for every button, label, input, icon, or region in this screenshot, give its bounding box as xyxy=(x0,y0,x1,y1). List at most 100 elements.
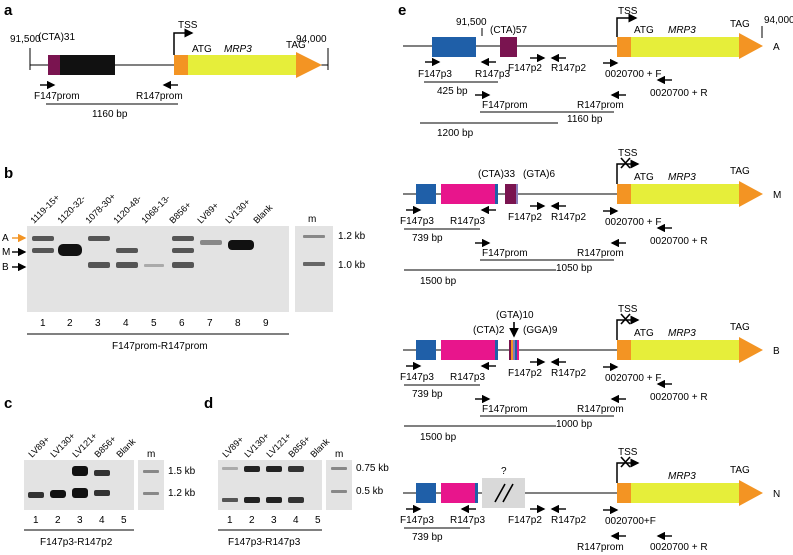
primer-f-label: F147prom xyxy=(34,91,80,102)
repeat2-label: (CTA)2 xyxy=(473,325,505,336)
f147p3-label: F147p3 xyxy=(400,372,434,383)
amplicon-label: 1160 bp xyxy=(92,109,128,120)
panel-label-d: d xyxy=(204,395,213,412)
r147p2-label: R147p2 xyxy=(551,212,586,223)
repeat1-label: (CTA)33 xyxy=(478,169,515,180)
stripe xyxy=(517,340,519,360)
coord-end: 94,000 xyxy=(296,34,327,45)
lane-number: 5 xyxy=(315,515,321,526)
panel-d-gel: LV89+ LV130+ LV121+ B856+ Blank m 0.75 k… xyxy=(218,431,389,548)
tss-label: TSS xyxy=(178,20,198,31)
amp3-label: 1500 bp xyxy=(420,276,457,287)
atg-label: ATG xyxy=(634,25,654,36)
magenta-region-box xyxy=(441,184,495,204)
band xyxy=(72,488,88,498)
p0020700f-label: 0020700+F xyxy=(605,516,656,527)
amp2-label: 1160 bp xyxy=(567,114,603,125)
caption-b: F147prom-R147prom xyxy=(112,341,208,352)
r147p3-label: R147p3 xyxy=(475,69,510,80)
band xyxy=(144,264,164,267)
band xyxy=(172,248,194,253)
allele-label: B xyxy=(773,346,780,357)
size-label-c-2: 1.2 kb xyxy=(168,488,196,499)
r147prom-label: R147prom xyxy=(577,542,624,553)
lane-number: 3 xyxy=(271,515,277,526)
gel-c-marker xyxy=(138,460,164,510)
band xyxy=(88,236,110,241)
tss-arrow xyxy=(173,28,194,55)
band xyxy=(88,262,110,268)
gel-d-bands xyxy=(222,466,347,503)
marker-label-b: m xyxy=(308,214,316,225)
lane-number: 5 xyxy=(151,318,157,329)
tss-arrow xyxy=(616,13,638,37)
utr-box xyxy=(617,184,631,204)
f147prom-label: F147prom xyxy=(482,404,528,415)
gene-arrow xyxy=(739,337,763,363)
marker-band xyxy=(143,470,159,473)
gene-arrow xyxy=(739,181,763,207)
band xyxy=(228,240,254,250)
band xyxy=(32,248,54,253)
stripe xyxy=(509,340,511,360)
band-label-a: A xyxy=(2,233,9,244)
repeat-label: (CTA)31 xyxy=(38,32,75,43)
panel-c-gel: LV89+ LV130+ LV121+ B856+ Blank m 1.5 kb… xyxy=(24,431,196,548)
tag-label: TAG xyxy=(286,40,306,51)
blue-region-box xyxy=(432,37,476,57)
atg-label: ATG xyxy=(634,172,654,183)
stripe xyxy=(515,340,517,360)
blue-region-box xyxy=(416,184,436,204)
f147p3-label: F147p3 xyxy=(400,515,434,526)
gene-label: MRP3 xyxy=(668,328,696,339)
band xyxy=(222,467,238,470)
repeat2-label: (GTA)6 xyxy=(523,169,555,180)
lane-number: 4 xyxy=(123,318,129,329)
gene-label: MRP3 xyxy=(668,172,696,183)
lane-number: 2 xyxy=(55,515,61,526)
f147p3-label: F147p3 xyxy=(400,216,434,227)
band xyxy=(94,490,110,496)
band xyxy=(288,466,304,472)
lane-number: 7 xyxy=(207,318,213,329)
utr-box xyxy=(617,340,631,360)
lane-label-5: 1068-13- xyxy=(139,193,172,226)
size-label-c-1: 1.5 kb xyxy=(168,466,196,477)
gene-label: MRP3 xyxy=(668,25,696,36)
mrp3-cds-box xyxy=(631,483,739,503)
caption-c: F147p3-R147p2 xyxy=(40,537,113,548)
size-label-b-2: 1.0 kb xyxy=(338,260,366,271)
f147prom-label: F147prom xyxy=(482,100,528,111)
band xyxy=(200,240,222,245)
tss-arrow xyxy=(616,159,640,184)
p0020700r-label: 0020700 + R xyxy=(650,542,708,553)
lane-number: 5 xyxy=(121,515,127,526)
band xyxy=(266,497,282,503)
utr-box xyxy=(617,483,631,503)
band xyxy=(32,236,54,241)
mrp3-cds-box xyxy=(631,340,739,360)
atg-label: ATG xyxy=(634,328,654,339)
allele-label: M xyxy=(773,190,781,201)
lane-label-9: Blank xyxy=(251,202,274,225)
f147p2-label: F147p2 xyxy=(508,212,542,223)
lane-label-6: B856+ xyxy=(167,200,193,226)
stripe xyxy=(511,340,513,360)
lane-number: 8 xyxy=(235,318,241,329)
lane-number: 4 xyxy=(293,515,299,526)
tag-label: TAG xyxy=(730,19,750,30)
mrp3-cds-box xyxy=(631,184,739,204)
lane-number: 6 xyxy=(179,318,185,329)
panel-label-c: c xyxy=(4,395,12,412)
amp2-label: 1050 bp xyxy=(556,263,593,274)
panel-a-gene-map: 91,500 94,000 (CTA)31 TSS ATG MRP3 TAG F… xyxy=(10,20,329,120)
r147p3-label: R147p3 xyxy=(450,515,485,526)
caption-d: F147p3-R147p3 xyxy=(228,537,301,548)
f147p2-label: F147p2 xyxy=(508,63,542,74)
lane-label: LV89+ xyxy=(26,434,51,459)
panel-label-b: b xyxy=(4,165,13,182)
gene-arrow xyxy=(739,33,763,59)
panel-b-gel: 1119-15+ 1120-32- 1078-30+ 1120-48- 1068… xyxy=(2,191,366,352)
lane-number: 3 xyxy=(95,318,101,329)
